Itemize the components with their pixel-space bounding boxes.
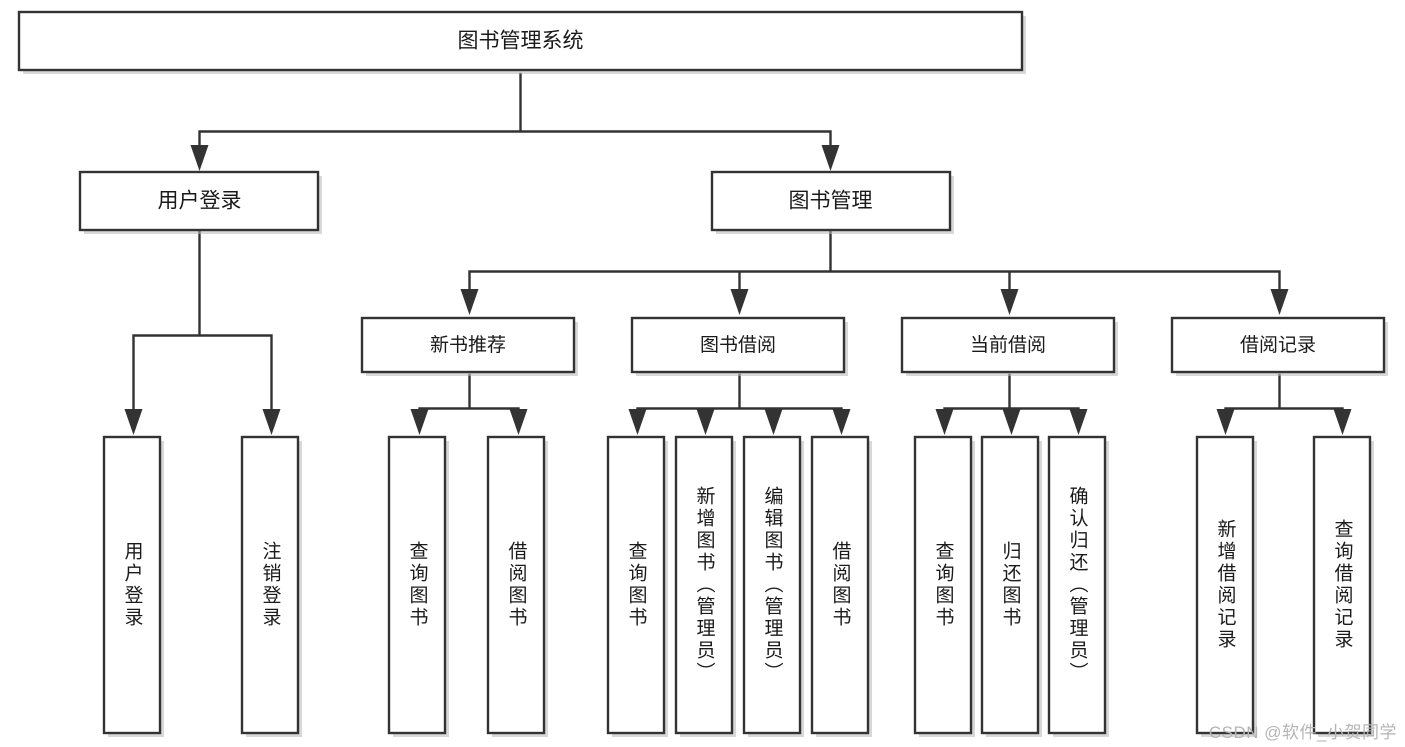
arrow-to-leaf-borrow-book-2	[832, 409, 851, 435]
link-userlogin-bus	[132, 230, 273, 412]
node-leaf-add-record[interactable]	[1195, 435, 1257, 737]
node-borrow-record-label: 借阅记录	[1240, 334, 1316, 356]
node-user-login-label: 用户登录	[158, 190, 242, 213]
node-layer: 图书管理系统 用户登录 图书管理 新书推荐	[17, 10, 1388, 737]
arrow-to-leaf-borrow-book-1	[509, 409, 528, 435]
link-borrowrecord-bus	[1224, 373, 1344, 416]
arrow-to-leaf-confirm-return	[1069, 409, 1088, 435]
arrow-to-leaf-query-book-3	[935, 409, 954, 435]
arrow-to-current-borrow	[1000, 289, 1019, 315]
link-newbook-bus	[418, 373, 520, 416]
node-root[interactable]: 图书管理系统	[17, 10, 1026, 74]
arrow-to-new-book-rec	[460, 289, 479, 315]
watermark-text: CSDN @软件_小贺同学	[1208, 723, 1397, 742]
node-book-borrow-label: 图书借阅	[700, 334, 776, 356]
node-leaf-edit-book[interactable]	[742, 435, 804, 737]
node-leaf-add-book[interactable]	[674, 435, 736, 737]
node-current-borrow[interactable]: 当前借阅	[900, 316, 1118, 376]
connector-layer	[124, 72, 1352, 435]
arrow-to-leaf-query-book-1	[410, 409, 429, 435]
node-root-label: 图书管理系统	[458, 30, 584, 53]
node-book-manage-label: 图书管理	[789, 190, 873, 213]
link-currentborrow-bus	[943, 373, 1080, 416]
node-leaf-borrow-book-1[interactable]	[486, 435, 548, 737]
node-leaf-query-record[interactable]	[1312, 435, 1374, 737]
arrow-to-leaf-edit-book	[764, 409, 783, 435]
arrow-to-user-login	[190, 145, 209, 171]
node-leaf-return-book[interactable]	[980, 435, 1042, 737]
node-leaf-borrow-book-2[interactable]	[810, 435, 872, 737]
arrow-to-leaf-add-book	[696, 409, 715, 435]
node-new-book-rec-label: 新书推荐	[430, 334, 506, 356]
arrow-to-leaf-add-record	[1216, 409, 1235, 435]
arrow-to-leaf-query-book-2	[628, 409, 647, 435]
node-leaf-user-login[interactable]	[102, 435, 164, 737]
arrow-to-book-manage	[821, 145, 840, 171]
link-bookborrow-bus	[636, 373, 843, 416]
node-current-borrow-label: 当前借阅	[970, 334, 1046, 356]
arrow-to-book-borrow	[730, 289, 749, 315]
arrow-to-leaf-logout	[262, 409, 281, 435]
node-book-manage[interactable]: 图书管理	[710, 170, 954, 234]
arrow-to-leaf-return-book	[1002, 409, 1021, 435]
node-new-book-rec[interactable]: 新书推荐	[360, 316, 578, 376]
node-leaf-confirm-return[interactable]	[1047, 435, 1109, 737]
arrow-to-borrow-record	[1270, 289, 1289, 315]
arrow-to-leaf-query-record	[1333, 409, 1352, 435]
node-leaf-query-book-3[interactable]	[913, 435, 975, 737]
link-bookmanage-bus	[468, 230, 1281, 292]
node-leaf-logout[interactable]	[240, 435, 302, 737]
node-leaf-query-book-2[interactable]	[606, 435, 668, 737]
node-leaf-query-book-1[interactable]	[387, 435, 449, 737]
arrow-to-leaf-user-login	[124, 409, 143, 435]
node-borrow-record[interactable]: 借阅记录	[1170, 316, 1388, 376]
node-book-borrow[interactable]: 图书借阅	[630, 316, 848, 376]
link-root-bus	[198, 72, 832, 150]
node-user-login[interactable]: 用户登录	[78, 170, 322, 234]
